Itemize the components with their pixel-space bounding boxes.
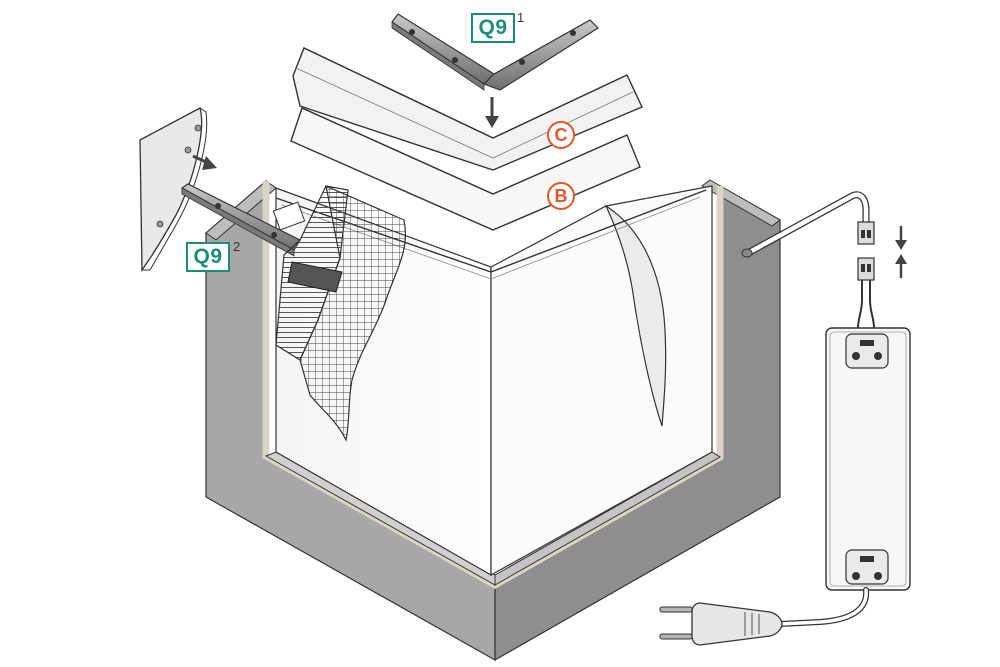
label-q9-left-text: Q9 bbox=[193, 245, 223, 268]
label-part-b-text: B bbox=[554, 185, 568, 206]
label-part-c: C bbox=[547, 121, 575, 149]
label-part-b: B bbox=[547, 182, 575, 210]
corner-connector-top bbox=[391, 13, 599, 91]
label-q9-top-text: Q9 bbox=[478, 16, 508, 39]
down-arrow-icon bbox=[485, 97, 499, 128]
peeled-foil bbox=[604, 204, 667, 427]
mains-cable bbox=[777, 587, 870, 627]
screw-hole bbox=[570, 30, 576, 36]
label-q9-left: Q9 bbox=[186, 242, 230, 272]
led-mesh-element bbox=[272, 184, 406, 442]
power-supply-assembly bbox=[659, 191, 911, 646]
join-arrows-icon bbox=[895, 226, 907, 278]
right-arrow-icon bbox=[192, 154, 217, 170]
screw-hole bbox=[519, 59, 525, 65]
label-part-c-text: C bbox=[554, 124, 568, 145]
label-q9-top: Q9 bbox=[471, 13, 515, 43]
screw-hole bbox=[409, 29, 415, 35]
connector-upper bbox=[857, 221, 875, 245]
connector-lower bbox=[857, 257, 875, 281]
label-q9-left-index: 2 bbox=[233, 239, 241, 254]
label-q9-top-index: 1 bbox=[517, 10, 525, 25]
end-cap bbox=[139, 107, 208, 272]
screw-hole bbox=[452, 57, 458, 63]
wall-corner bbox=[205, 179, 781, 662]
driver-terminal-bottom bbox=[845, 549, 889, 585]
mains-plug bbox=[659, 602, 783, 646]
driver-terminal-top bbox=[845, 333, 889, 369]
